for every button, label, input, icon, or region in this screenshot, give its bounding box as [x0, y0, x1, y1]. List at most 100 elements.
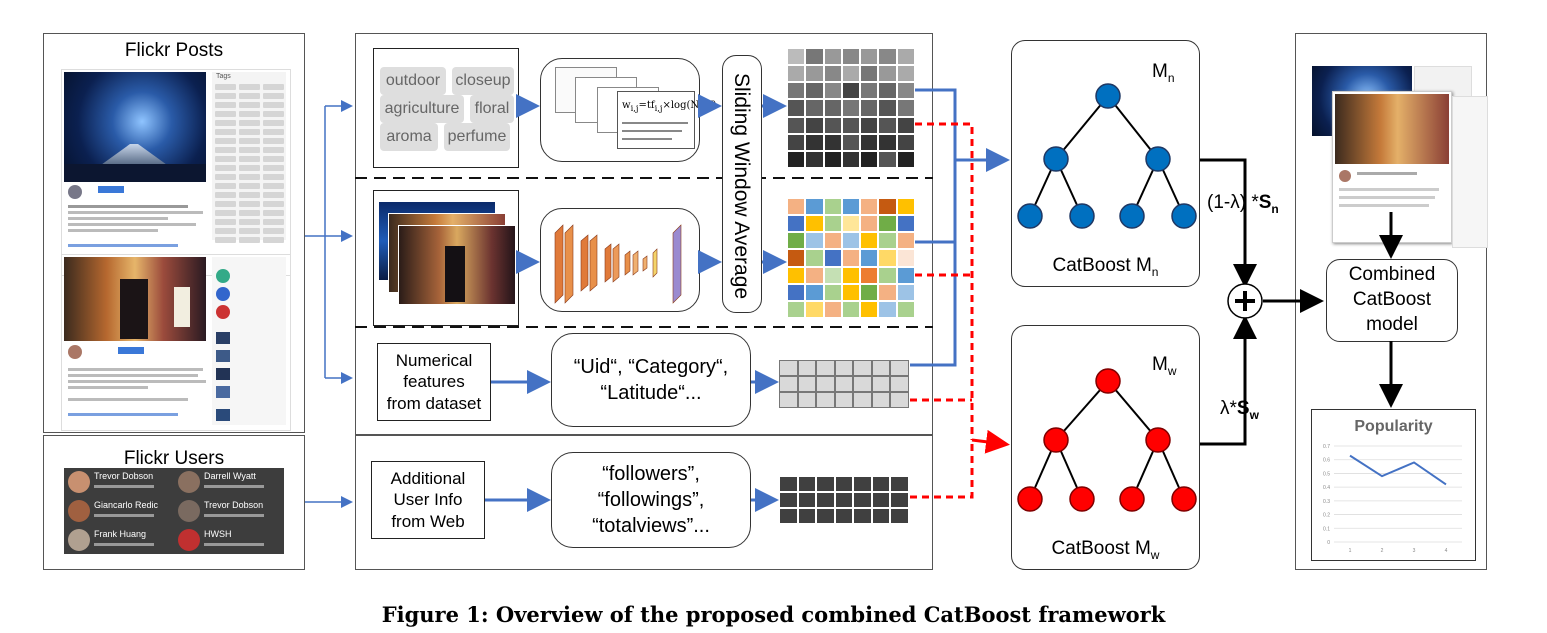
- matrix-cell: [823, 283, 842, 301]
- matrix-cell: [871, 508, 891, 524]
- matrix-cell: [878, 249, 897, 267]
- matrix-cell: [787, 300, 806, 318]
- matrix-cell: [878, 48, 897, 66]
- user-follow-button[interactable]: [94, 543, 154, 546]
- user-follow-button[interactable]: [204, 485, 264, 488]
- matrix-cell: [860, 300, 879, 318]
- matrix-cell: [860, 266, 879, 284]
- tag-chip-thumb: [239, 102, 260, 108]
- matrix-cell: [797, 476, 817, 492]
- tag-chip-thumb: [215, 183, 236, 189]
- matrix-cell: [805, 232, 824, 250]
- matrix-cell: [823, 232, 842, 250]
- y-tick-label: 0: [1327, 540, 1330, 546]
- tag-chip-thumb: [215, 111, 236, 117]
- tag-chip-thumb: [263, 111, 284, 117]
- user-avatar: [178, 471, 200, 493]
- tag-chip-thumb: [263, 201, 284, 207]
- plus-node: [1227, 283, 1263, 319]
- matrix-cell: [878, 215, 897, 233]
- y-tick-label: 0.7: [1323, 444, 1330, 450]
- additional-quote-box: “followers”, “followings”, “totalviews”.…: [551, 452, 751, 548]
- matrix-cell: [871, 360, 891, 376]
- tags-header: Tags: [216, 73, 231, 80]
- matrix-cell: [878, 198, 897, 216]
- y-tick-label: 0.3: [1323, 499, 1330, 505]
- tag-chip-thumb: [263, 138, 284, 144]
- tag-chip-thumb: [239, 84, 260, 90]
- catboost-mw-box: Mw CatBoost Mw: [1011, 325, 1200, 570]
- user-avatar: [178, 529, 200, 551]
- matrix-cell: [823, 198, 842, 216]
- matrix-cell: [853, 508, 872, 524]
- tags-sidebar: Tags: [212, 72, 286, 243]
- matrix-cell: [787, 198, 806, 216]
- matrix-cell: [823, 116, 842, 134]
- post-avatar-2: [68, 345, 82, 359]
- matrix-cell: [787, 82, 806, 100]
- matrix-cell: [805, 150, 824, 168]
- tag-chip-thumb: [215, 174, 236, 180]
- user-follow-button[interactable]: [94, 485, 154, 488]
- matrix-cell: [896, 232, 915, 250]
- y-tick-label: 0.5: [1323, 471, 1330, 477]
- matrix-cell: [834, 508, 854, 524]
- tag-chip-thumb: [263, 156, 284, 162]
- user-avatar: [68, 471, 90, 493]
- tag-chip-thumb: [239, 228, 260, 234]
- matrix-cell: [834, 392, 854, 408]
- tree-w-nodes: [1017, 368, 1197, 512]
- street-photo: [64, 257, 206, 341]
- matrix-cell: [841, 215, 861, 233]
- matrix-cell: [841, 249, 861, 267]
- tag-chip-thumb: [215, 201, 236, 207]
- matrix-cell: [878, 300, 897, 318]
- matrix-cell: [805, 65, 824, 83]
- tag-chip-thumb: [215, 147, 236, 153]
- user-avatar: [68, 529, 90, 551]
- sliding-window-label: Sliding Window Average: [730, 72, 753, 300]
- matrix-cell: [797, 508, 817, 524]
- user-name: Giancarlo Redic: [94, 500, 159, 510]
- matrix-cell: [823, 150, 842, 168]
- user-feature-matrix: [779, 476, 909, 524]
- matrix-cell: [805, 48, 824, 66]
- image-stack-front: [398, 225, 516, 305]
- tag-floral: floral: [470, 95, 514, 123]
- matrix-cell: [860, 65, 879, 83]
- user-name: HWSH: [204, 529, 232, 539]
- tfidf-formula: wi,j=tfi,j×log(N/df): [617, 91, 717, 149]
- matrix-cell: [787, 283, 806, 301]
- additional-user-info-box: Additional User Info from Web: [371, 461, 485, 539]
- post-avatar: [68, 185, 82, 199]
- image-feature-matrix: [787, 198, 915, 318]
- matrix-cell: [816, 492, 835, 508]
- x-tick-label: 4: [1445, 548, 1448, 554]
- matrix-cell: [841, 65, 861, 83]
- matrix-cell: [787, 266, 806, 284]
- tag-chip-thumb: [215, 228, 236, 234]
- matrix-cell: [816, 392, 835, 408]
- user-avatar: [68, 500, 90, 522]
- matrix-cell: [787, 249, 806, 267]
- tags-box: outdoor closeup agriculture floral aroma…: [373, 48, 519, 168]
- matrix-cell: [896, 65, 915, 83]
- matrix-cell: [841, 116, 861, 134]
- matrix-cell: [787, 232, 806, 250]
- x-tick-label: 3: [1413, 548, 1416, 554]
- matrix-cell: [853, 360, 872, 376]
- matrix-cell: [896, 266, 915, 284]
- matrix-cell: [823, 215, 842, 233]
- matrix-cell: [853, 476, 872, 492]
- user-follow-button[interactable]: [204, 514, 264, 517]
- tfidf-box: wi,j=tfi,j×log(N/df): [540, 58, 717, 162]
- y-tick-label: 0.6: [1323, 458, 1330, 464]
- images-box: [373, 190, 519, 326]
- matrix-cell: [896, 82, 915, 100]
- matrix-cell: [860, 232, 879, 250]
- user-follow-button[interactable]: [204, 543, 264, 546]
- tag-chip-thumb: [263, 102, 284, 108]
- tag-perfume: perfume: [444, 123, 510, 151]
- tag-chip-thumb: [263, 219, 284, 225]
- user-follow-button[interactable]: [94, 514, 154, 517]
